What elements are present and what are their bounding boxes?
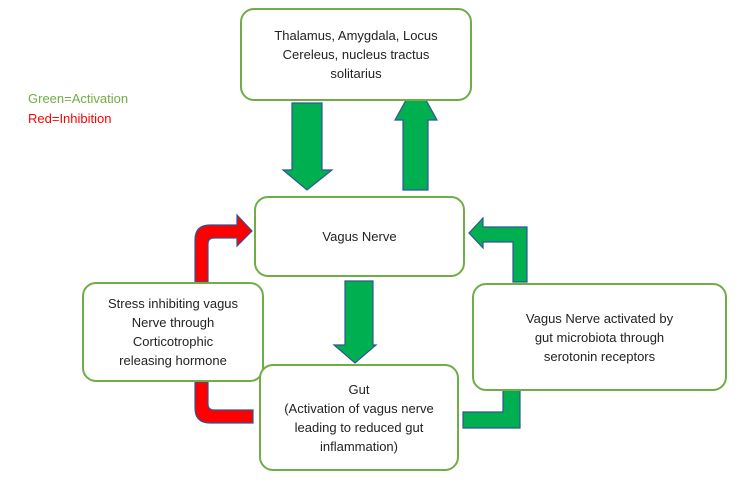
- node-gut-label: Gut (Activation of vagus nerve leading t…: [284, 381, 434, 454]
- node-vagus-nerve: Vagus Nerve: [254, 196, 465, 277]
- arrow-gut-to-stress: [194, 381, 254, 424]
- node-stress: Stress inhibiting vagus Nerve through Co…: [82, 282, 264, 382]
- node-stress-label: Stress inhibiting vagus Nerve through Co…: [107, 296, 239, 368]
- arrow-brain-to-vagus: [281, 102, 334, 191]
- node-gut: Gut (Activation of vagus nerve leading t…: [259, 364, 459, 471]
- arrow-microbiota-to-vagus: [468, 216, 528, 283]
- legend-inhibition: Red=Inhibition: [28, 111, 112, 126]
- node-vagus-nerve-label: Vagus Nerve: [322, 229, 397, 244]
- node-microbiota-label: Vagus Nerve activated by gut microbiota …: [525, 310, 674, 364]
- node-microbiota: Vagus Nerve activated by gut microbiota …: [472, 283, 727, 391]
- arrow-vagus-to-brain: [393, 80, 439, 191]
- arrow-stress-to-vagus: [194, 213, 253, 283]
- arrow-gut-to-microbiota: [462, 389, 521, 429]
- legend-activation: Green=Activation: [28, 91, 129, 106]
- arrow-vagus-to-gut: [332, 280, 378, 364]
- node-brain-regions: Thalamus, Amygdala, Locus Cereleus, nucl…: [240, 8, 472, 101]
- node-brain-regions-label: Thalamus, Amygdala, Locus Cereleus, nucl…: [274, 28, 438, 81]
